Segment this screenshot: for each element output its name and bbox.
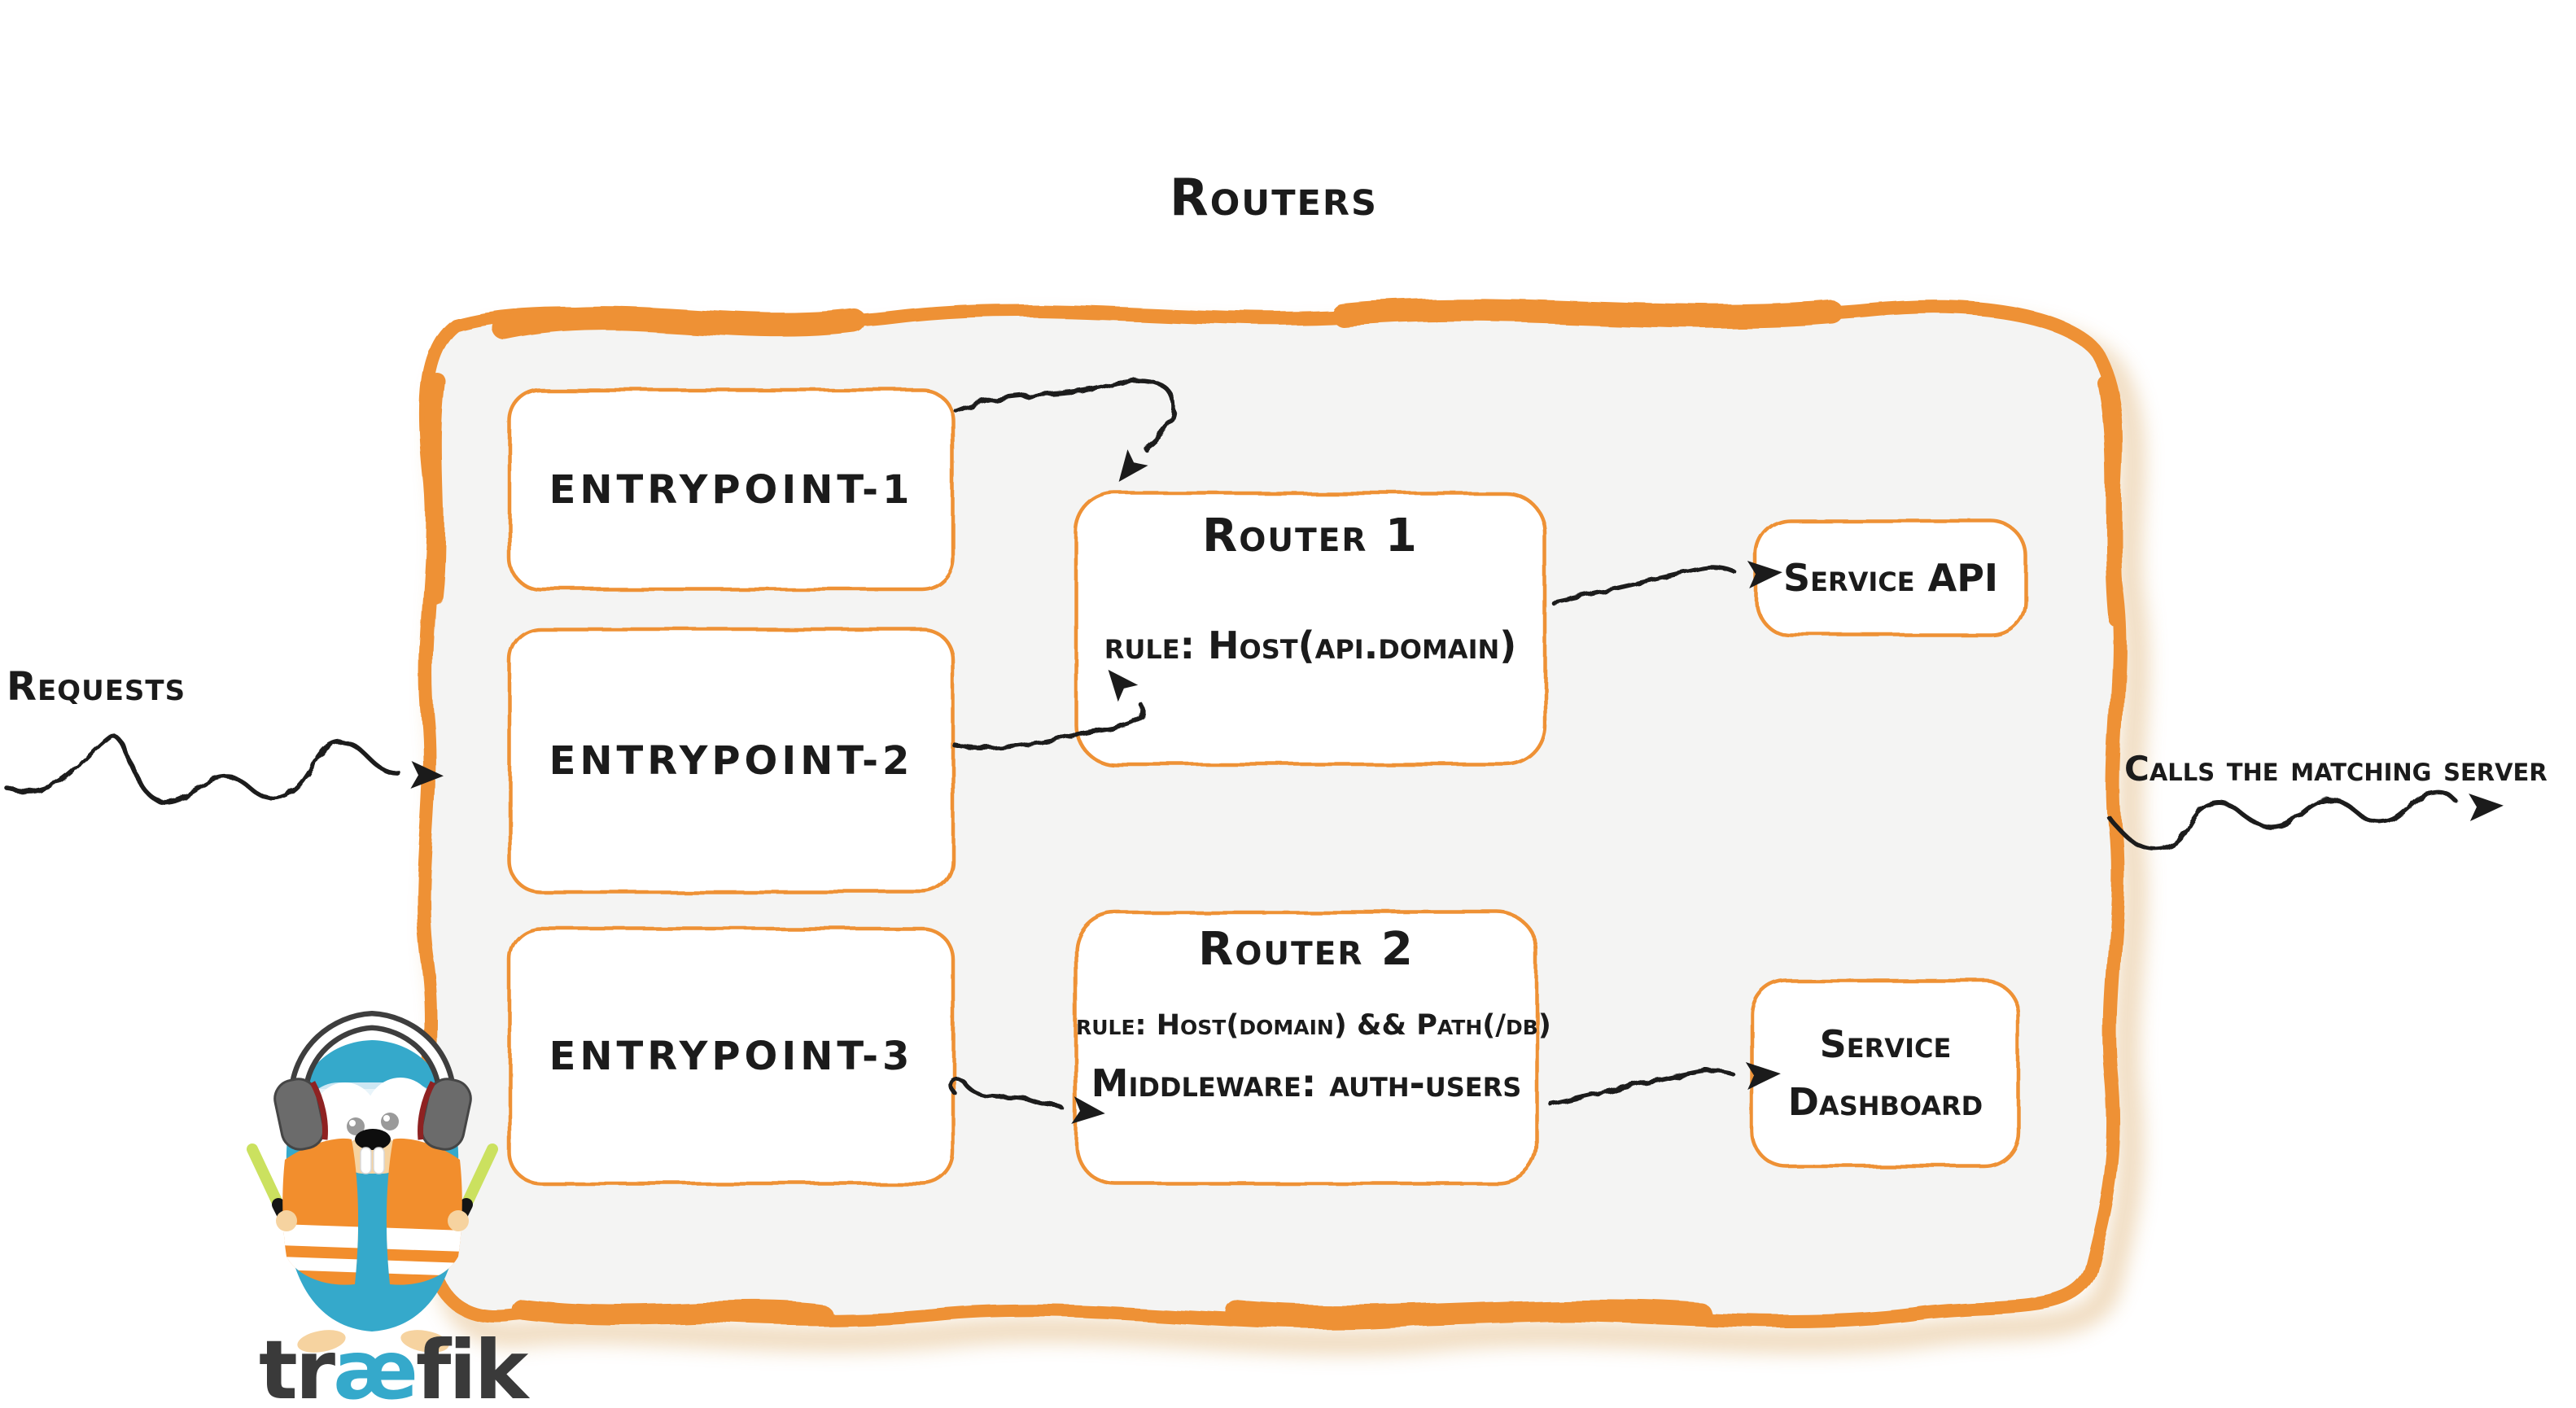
entrypoint-2-label: entrypoint-2 bbox=[549, 737, 914, 784]
service-api-label: Service API bbox=[1782, 556, 1999, 600]
calls-matching-server-label: Calls the matching server bbox=[2124, 749, 2548, 789]
entrypoint3-to-router2-arrow-icon bbox=[949, 1077, 1105, 1124]
wordmark-post: fik bbox=[415, 1323, 528, 1408]
router-2-middleware: Middleware: auth-users bbox=[1091, 1061, 1522, 1105]
requests-label: Requests bbox=[7, 664, 186, 710]
router-1-rule: rule: Host(api.domain) bbox=[1104, 623, 1517, 667]
entrypoint-3-label: entrypoint-3 bbox=[549, 1033, 914, 1079]
calls-matching-server-arrow-icon bbox=[2107, 790, 2504, 851]
entrypoint-1: entrypoint-1 bbox=[510, 390, 953, 589]
entrypoint-1-box bbox=[507, 387, 956, 592]
entrypoint-3: entrypoint-3 bbox=[510, 929, 953, 1183]
service-dashboard-box bbox=[1750, 978, 2021, 1169]
router-2-rule: rule: Host(domain) && Path(/db) bbox=[1076, 1009, 1551, 1042]
router-1-box bbox=[1074, 491, 1547, 767]
diagram-title: Routers bbox=[1170, 168, 1378, 227]
entrypoint-1-label: entrypoint-1 bbox=[549, 466, 914, 513]
entrypoint-2: entrypoint-2 bbox=[510, 629, 953, 892]
entrypoint-3-box bbox=[507, 926, 956, 1186]
wordmark-ae-ligature: æ bbox=[333, 1323, 418, 1408]
entrypoint-2-box bbox=[507, 627, 956, 894]
router2-to-service-dashboard-arrow-icon bbox=[1549, 1062, 1781, 1107]
entrypoint1-to-router1-arrow-icon bbox=[954, 378, 1176, 482]
service-dashboard-label: Service Dashboard bbox=[1787, 1021, 1983, 1124]
router1-to-service-api-arrow-icon bbox=[1550, 561, 1782, 605]
router-2-title: Router 2 bbox=[1198, 923, 1415, 976]
traefik-wordmark: træfik bbox=[259, 1330, 528, 1408]
requests-arrow-icon bbox=[4, 733, 444, 804]
router-1-title: Router 1 bbox=[1202, 509, 1419, 562]
router-2-box bbox=[1074, 910, 1539, 1186]
wordmark-pre: tr bbox=[259, 1323, 335, 1408]
traefik-mascot bbox=[247, 1010, 498, 1353]
entrypoint2-to-router1-arrow-icon bbox=[951, 669, 1145, 750]
